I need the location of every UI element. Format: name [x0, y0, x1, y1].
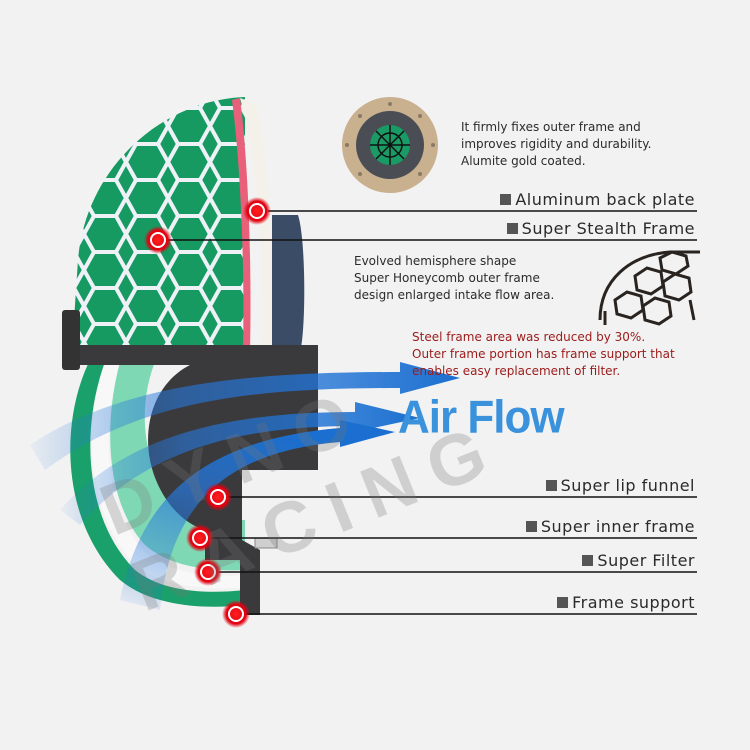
callout-label: Super lip funnel — [560, 476, 695, 495]
bullet-square-icon — [500, 194, 512, 205]
back-plate-inset — [342, 97, 438, 193]
callout-lines — [168, 210, 697, 615]
marker-super-stealth-frame — [144, 226, 172, 254]
marker-super-inner-frame — [186, 524, 214, 552]
description-line: It firmly fixes outer frame and — [461, 120, 641, 134]
description-line: improves rigidity and durability. — [461, 137, 652, 151]
callout-label: Super inner frame — [540, 517, 695, 536]
callout-super-inner-frame: Super inner frame — [525, 517, 695, 536]
callout-label: Frame support — [572, 593, 695, 612]
callout-super-stealth-frame: Super Stealth Frame — [506, 219, 695, 238]
callout-super-filter: Super Filter — [582, 551, 695, 570]
steel-frame-description: Steel frame area was reduced by 30%. Out… — [412, 329, 675, 380]
description-line: Outer frame portion has frame support th… — [412, 347, 675, 361]
description-line: Alumite gold coated. — [461, 154, 586, 168]
callout-aluminum-back-plate: Aluminum back plate — [500, 190, 695, 209]
description-line: design enlarged intake flow area. — [354, 288, 555, 302]
bullet-square-icon — [557, 597, 569, 608]
description-line: enables easy replacement of filter. — [412, 364, 621, 378]
bullet-square-icon — [582, 555, 594, 566]
marker-aluminum-back-plate — [243, 197, 271, 225]
marker-super-filter — [194, 558, 222, 586]
marker-frame-support — [222, 600, 250, 628]
bullet-square-icon — [545, 480, 557, 491]
description-line: Super Honeycomb outer frame — [354, 271, 540, 285]
airflow-label: Air Flow — [398, 391, 565, 444]
back-plate-description: It firmly fixes outer frame and improves… — [461, 119, 651, 170]
description-line: Steel frame area was reduced by 30%. — [412, 330, 646, 344]
description-line: Evolved hemisphere shape — [354, 254, 517, 268]
bullet-square-icon — [506, 223, 518, 234]
bullet-square-icon — [525, 521, 537, 532]
callout-label: Super Stealth Frame — [521, 219, 695, 238]
filter-dome — [72, 97, 245, 350]
callout-markers — [144, 197, 271, 628]
honeycomb-frame-inset — [598, 250, 700, 326]
marker-super-lip-funnel — [204, 483, 232, 511]
callout-frame-support: Frame support — [557, 593, 695, 612]
callout-super-lip-funnel: Super lip funnel — [545, 476, 695, 495]
hemisphere-description: Evolved hemisphere shape Super Honeycomb… — [354, 253, 554, 304]
callout-label: Super Filter — [597, 551, 695, 570]
callout-label: Aluminum back plate — [515, 190, 695, 209]
